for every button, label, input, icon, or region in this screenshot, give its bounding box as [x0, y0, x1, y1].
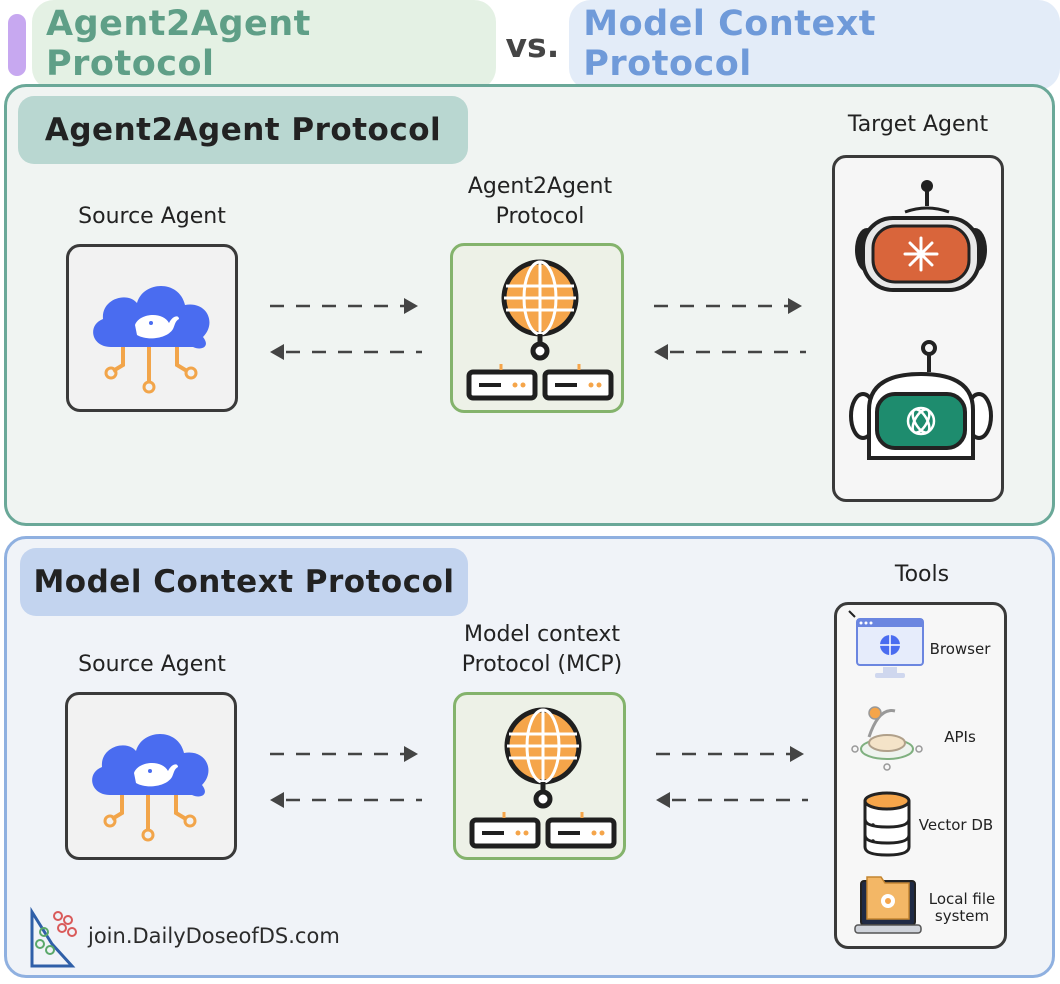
a2a-source-caption: Source Agent	[78, 204, 226, 229]
arrow-left-icon	[654, 344, 668, 360]
a2a-protocol-caption-line1: Agent2Agent	[467, 174, 613, 199]
arrow-right-icon	[788, 298, 802, 314]
tool-label-browser: Browser	[925, 641, 995, 658]
local-file-system-icon	[854, 876, 922, 934]
globe-server-icon	[469, 707, 617, 849]
mcp-source-agent-card	[65, 692, 237, 860]
dailydose-logo-icon	[30, 906, 77, 968]
browser-icon	[848, 610, 924, 678]
title-vs: vs.	[505, 25, 560, 65]
arrow-right-icon	[790, 746, 804, 762]
cloud-whale-icon	[93, 286, 210, 394]
a2a-right-arrows	[654, 298, 806, 360]
claude-robot-icon	[855, 180, 987, 292]
arrow-left-icon	[270, 792, 284, 808]
arrow-right-icon	[404, 746, 418, 762]
tool-label-local-file-line1: Local file	[928, 890, 996, 908]
tool-label-local-file-line2: system	[934, 907, 990, 925]
tool-label-vector-db: Vector DB	[911, 817, 1001, 834]
a2a-left-arrows	[270, 298, 422, 360]
a2a-section-label: Agent2Agent Protocol	[18, 96, 468, 164]
mcp-source-caption: Source Agent	[78, 652, 226, 677]
title-accent-bar	[8, 14, 26, 76]
vector-db-icon	[863, 791, 911, 857]
title-mcp: Model Context Protocol	[569, 0, 1060, 90]
api-icon	[851, 706, 923, 771]
a2a-protocol-card	[450, 243, 624, 413]
target-agent-card	[832, 155, 1004, 502]
tool-label-browser-line1: Browser	[929, 640, 991, 658]
mcp-protocol-caption-line1: Model context	[464, 622, 620, 647]
a2a-protocol-caption-line2: Protocol	[495, 204, 585, 229]
tool-label-apis: APIs	[925, 729, 995, 746]
mcp-protocol-card	[453, 692, 626, 860]
a2a-protocol-caption: Agent2Agent Protocol	[432, 172, 648, 232]
a2a-source-agent-card	[66, 244, 238, 412]
mcp-protocol-caption-line2: Protocol (MCP)	[461, 652, 623, 677]
mcp-section-label: Model Context Protocol	[20, 548, 468, 616]
arrow-right-icon	[404, 298, 418, 314]
tools-caption: Tools	[894, 562, 950, 587]
tool-label-apis-line1: APIs	[944, 728, 976, 746]
openai-robot-icon	[849, 340, 993, 460]
arrow-left-icon	[270, 344, 284, 360]
tools-card: Browser APIs Vector DB Local file system	[834, 602, 1007, 949]
mcp-protocol-caption: Model context Protocol (MCP)	[424, 620, 660, 680]
target-agent-caption: Target Agent	[847, 112, 989, 137]
footer-link[interactable]: join.DailyDoseofDS.com	[88, 924, 340, 948]
cloud-whale-icon	[92, 734, 209, 842]
page-title: Agent2Agent Protocol vs. Model Context P…	[32, 0, 1060, 90]
title-a2a: Agent2Agent Protocol	[32, 0, 496, 90]
tool-label-local-file-system: Local file system	[921, 891, 1003, 925]
globe-server-icon	[466, 259, 614, 401]
mcp-left-arrows	[270, 746, 422, 808]
arrow-left-icon	[656, 792, 670, 808]
tool-label-vector-db-line1: Vector DB	[918, 816, 994, 834]
mcp-right-arrows	[656, 746, 808, 808]
